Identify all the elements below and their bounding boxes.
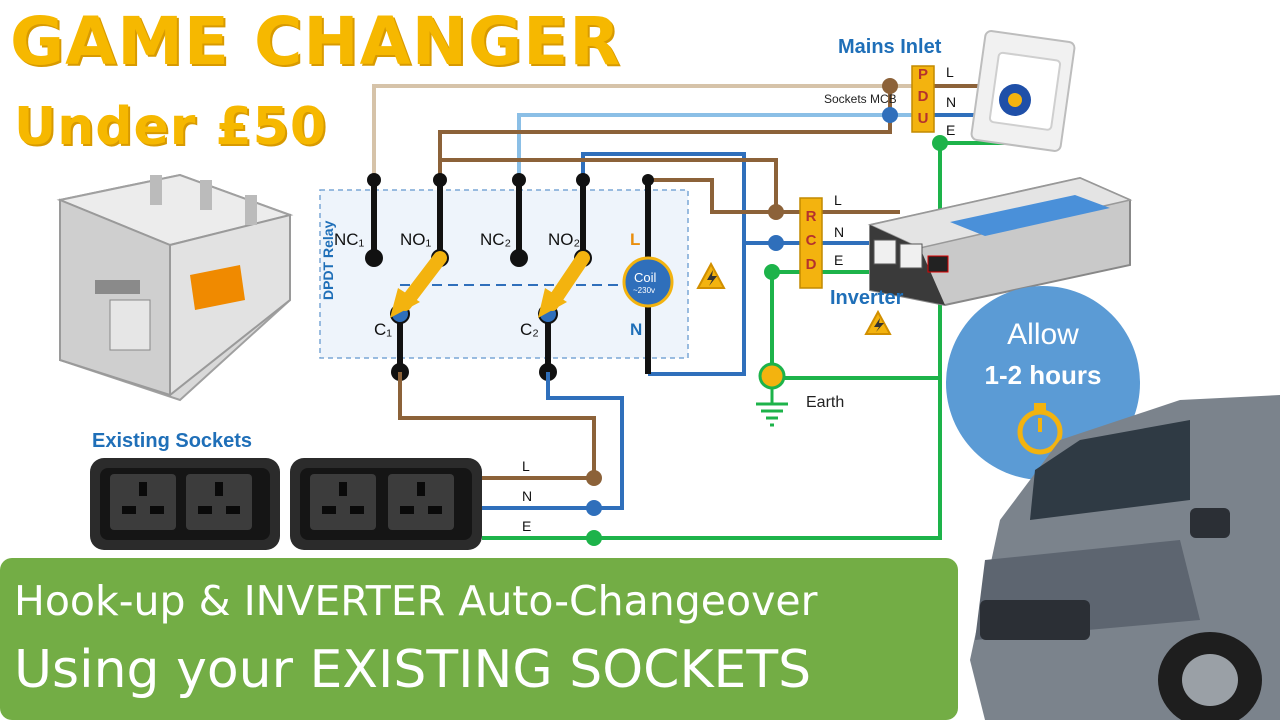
coil-l-label: L [630, 230, 641, 249]
rcd-earth-node [764, 264, 780, 280]
switch-arrow-2 [538, 251, 590, 318]
coil-neutral-wire [648, 243, 746, 376]
banner [0, 558, 958, 720]
switch-arrow-1 [390, 251, 447, 318]
pdu-box [911, 65, 935, 133]
rcd-neutral-node [768, 235, 784, 251]
nc1-label: NC₁ [334, 230, 365, 249]
pdu-l-label: L [946, 64, 954, 80]
no2-label: NO₂ [548, 230, 581, 249]
rcd-e-label: E [834, 252, 844, 268]
van-photo [970, 395, 1280, 720]
inverter-live-wire-2 [440, 158, 778, 212]
socket-earth-node [586, 530, 602, 546]
sockets-mcb-label: Sockets MCB [824, 92, 897, 106]
socket-neutral-node [586, 500, 602, 516]
stopwatch-icon [1017, 403, 1063, 455]
inverter-label: Inverter [830, 287, 904, 309]
pdu-e-label: E [946, 122, 956, 138]
earth-ground-icon [756, 362, 788, 427]
banner-line-2: Using your EXISTING SOCKETS [14, 640, 812, 700]
socket-live-node [586, 470, 602, 486]
rcd-letter-c: C [805, 232, 817, 249]
pdu-letter-u: U [917, 110, 929, 127]
pdu-letter-d: D [917, 88, 929, 105]
coil-symbol [622, 256, 674, 308]
mains-inlet-label: Mains Inlet [838, 36, 942, 58]
mains-feed-live-wire [372, 84, 912, 180]
rcd-earth-wire [770, 270, 800, 378]
c1-label: C₁ [374, 320, 393, 339]
pdu-letter-p: P [917, 66, 928, 83]
no1-label: NO₁ [400, 230, 432, 249]
coil-voltage-label: ~230v [633, 286, 656, 295]
c2-label: C₂ [520, 320, 539, 339]
socket-live-wire [398, 372, 596, 480]
rcd-box [799, 197, 823, 289]
rcd-l-label: L [834, 192, 842, 208]
coil-label: Coil [634, 270, 657, 285]
time-badge-hours: 1-2 hours [984, 360, 1102, 390]
coil-n-label: N [630, 320, 643, 339]
inverter-live-wire [648, 178, 800, 214]
warning-icon [696, 261, 726, 289]
rcd-n-label: N [834, 224, 845, 240]
rcd-live-node [768, 204, 784, 220]
pdu-live-node [882, 78, 898, 94]
socket-e-label: E [522, 518, 532, 534]
mains-feed-neutral-wire [517, 113, 912, 180]
inlet-photo [970, 30, 1076, 152]
rcd-letter-r: R [805, 208, 817, 225]
socket-neutral-wire [482, 372, 624, 510]
pdu-live-wire [438, 86, 892, 180]
socket-l-label: L [522, 458, 530, 474]
nc2-label: NC₂ [480, 230, 512, 249]
earth-label: Earth [806, 394, 845, 411]
headline-line-1: GAME CHANGER [10, 3, 622, 80]
existing-sockets-label: Existing Sockets [92, 430, 253, 452]
pdu-earth-node [932, 135, 948, 151]
rcd-letter-d: D [805, 256, 817, 273]
socket-photo [90, 458, 482, 550]
socket-earth-wire [482, 141, 1020, 540]
pdu-n-label: N [946, 94, 957, 110]
warning-icon-inverter [864, 309, 892, 335]
rcd-neutral-wire [581, 152, 800, 245]
socket-n-label: N [522, 488, 533, 504]
banner-line-1: Hook-up & INVERTER Auto-Changeover [14, 577, 818, 625]
relay-photo [56, 173, 294, 402]
pdu-neutral-node [882, 107, 898, 123]
relay-posts [371, 180, 651, 374]
time-badge-allow: Allow [1007, 318, 1079, 351]
inverter-photo [867, 176, 1133, 307]
headline-line-2: Under £50 [14, 97, 328, 157]
